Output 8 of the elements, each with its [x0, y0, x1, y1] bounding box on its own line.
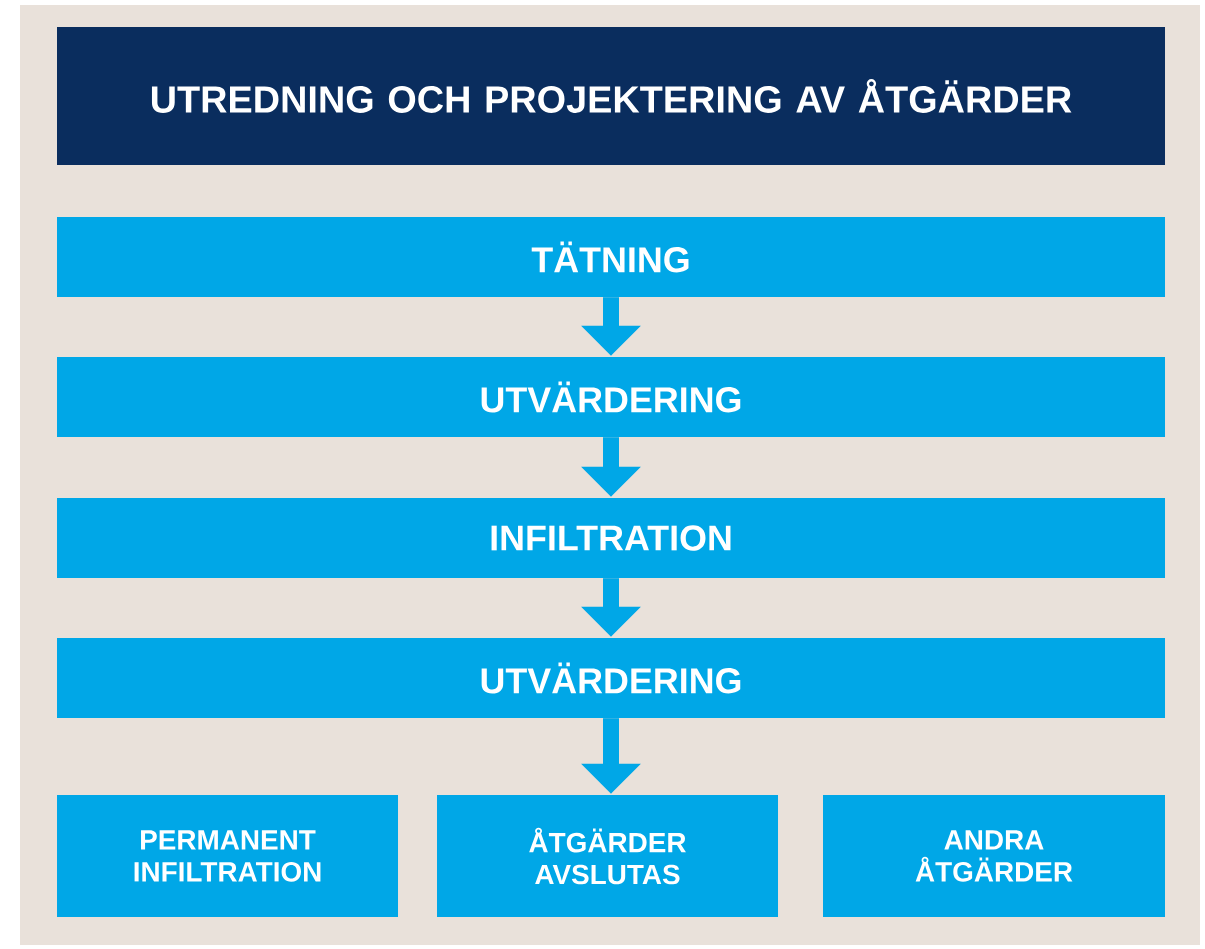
outcome-box: PERMANENT INFILTRATION	[57, 795, 398, 917]
title-banner: UTREDNING OCH PROJEKTERING AV ÅTGÄRDER	[57, 27, 1165, 165]
step-band: TÄTNING	[57, 217, 1165, 297]
outcome-box: ANDRA ÅTGÄRDER	[823, 795, 1165, 917]
step-band: INFILTRATION	[57, 498, 1165, 578]
step-band: UTVÄRDERING	[57, 638, 1165, 718]
outcome-box: ÅTGÄRDER AVSLUTAS	[437, 795, 778, 917]
step-band: UTVÄRDERING	[57, 357, 1165, 437]
